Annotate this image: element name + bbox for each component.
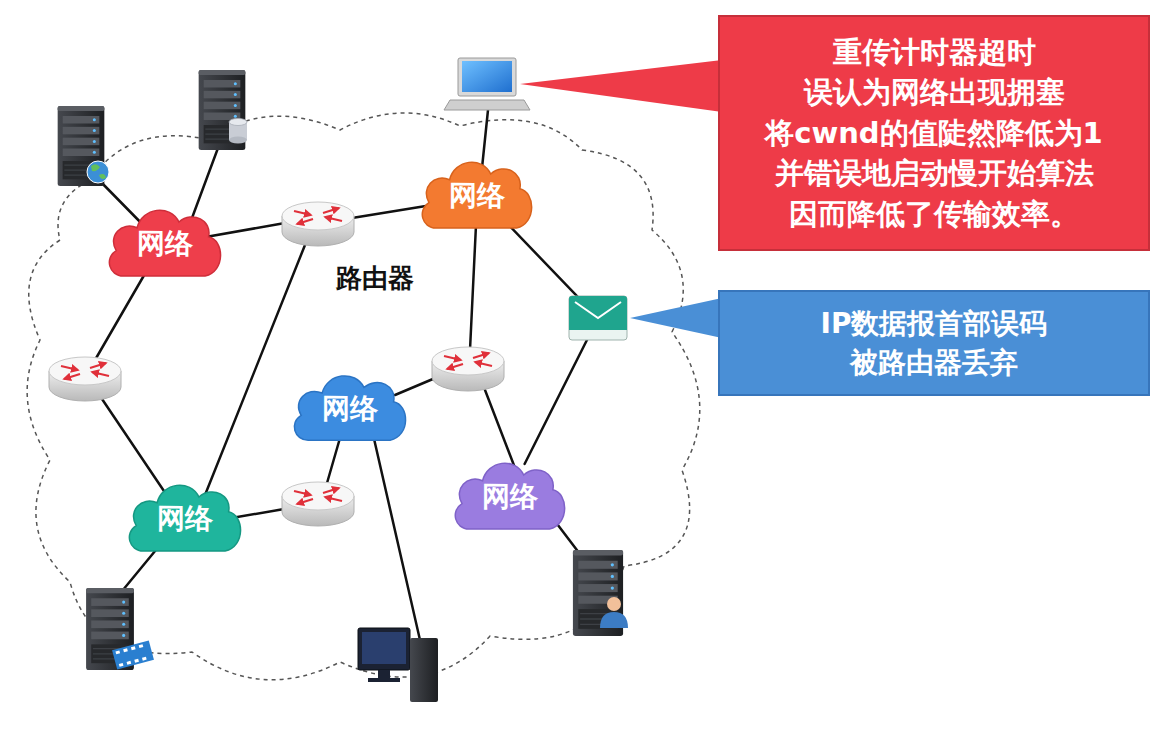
- film-hole: [115, 650, 120, 654]
- network-wire: [200, 223, 285, 238]
- film-hole: [142, 657, 147, 661]
- globe-land: [91, 164, 106, 179]
- monitor: [358, 628, 410, 670]
- film-hole: [131, 646, 136, 650]
- laptop-screen: [458, 58, 516, 96]
- callout-text: IP数据报首部误码 被路由器丢弃: [736, 304, 1132, 382]
- laptop-display: [462, 61, 512, 92]
- monitor-screen: [362, 632, 406, 664]
- internet-outline: [27, 113, 700, 680]
- network-label: 网络: [482, 480, 538, 514]
- network-wire: [372, 430, 420, 640]
- film-icon: [112, 640, 154, 669]
- network-wire: [100, 396, 170, 500]
- callout-text: 重传计时器超时 误认为网络出现拥塞 将cwnd的值陡然降低为1 并错误地启动慢开…: [736, 32, 1132, 235]
- network-cloud: 网络: [104, 199, 226, 281]
- network-cloud: 网络: [124, 474, 246, 556]
- network-label: 网络: [322, 392, 378, 426]
- network-wire: [485, 390, 515, 468]
- callout-box: 重传计时器超时 误认为网络出现拥塞 将cwnd的值陡然降低为1 并错误地启动慢开…: [718, 15, 1150, 251]
- network-label: 网络: [449, 179, 505, 213]
- film-hole: [134, 659, 139, 663]
- film-hole: [139, 644, 144, 648]
- network-wire: [482, 110, 488, 168]
- laptop-base: [444, 100, 530, 110]
- part-label: 路由器: [336, 263, 414, 294]
- cloud-outline: [129, 485, 240, 551]
- network-link: [505, 221, 598, 464]
- person-icon-body: [600, 612, 628, 628]
- network-cloud: 网络: [450, 452, 570, 534]
- network-wire: [95, 265, 150, 360]
- person-icon-head: [607, 597, 621, 611]
- network-cloud: 网络: [289, 365, 411, 445]
- envelope-fold: [575, 302, 621, 318]
- cloud-outline: [109, 210, 220, 276]
- router-icon: [282, 482, 354, 526]
- envelope-flap: [569, 296, 627, 330]
- film-hole: [123, 648, 128, 652]
- cloud-outline: [422, 162, 531, 228]
- network-cloud: 网络: [417, 151, 537, 233]
- callout-box: IP数据报首部误码 被路由器丢弃: [718, 290, 1150, 396]
- film-hole: [127, 661, 132, 665]
- globe-icon: [87, 161, 109, 183]
- router-icon: [49, 357, 121, 401]
- film-hole: [119, 663, 124, 667]
- cloud-outline: [294, 376, 405, 440]
- network-wire: [205, 245, 305, 495]
- callout-pointer: [520, 60, 722, 112]
- callout-pointer: [630, 298, 722, 338]
- router-icon: [432, 347, 504, 391]
- database-icon-bottom: [229, 137, 247, 144]
- network-wire: [192, 148, 218, 218]
- cloud-outline: [455, 463, 564, 529]
- pc-tower: [410, 638, 438, 702]
- network-label: 网络: [157, 502, 213, 536]
- network-label: 网络: [137, 227, 193, 261]
- network-wire: [352, 205, 432, 218]
- envelope-body: [569, 296, 627, 340]
- router-icon: [282, 202, 354, 246]
- monitor-stand: [378, 670, 390, 678]
- network-wire: [470, 225, 476, 350]
- monitor-base: [368, 678, 400, 682]
- database-icon-top: [229, 119, 247, 126]
